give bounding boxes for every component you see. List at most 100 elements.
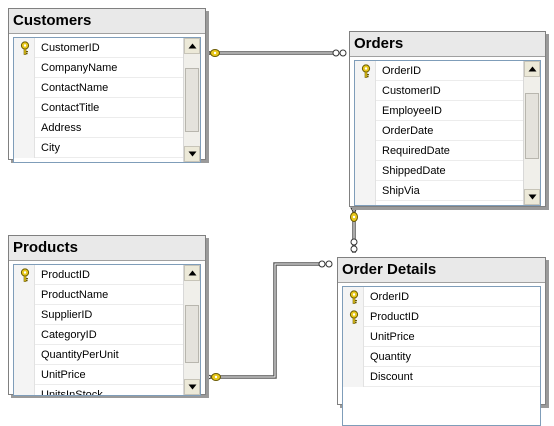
column-row[interactable]: ContactTitle (14, 98, 186, 118)
column-row[interactable]: ShipVia (355, 181, 526, 201)
row-selector[interactable] (14, 385, 35, 395)
row-selector[interactable] (14, 58, 35, 78)
column-row[interactable]: SupplierID (14, 305, 186, 325)
row-selector[interactable] (14, 98, 35, 118)
column-row[interactable]: OrderID (343, 287, 540, 307)
row-selector[interactable] (343, 327, 364, 347)
row-selector[interactable] (343, 287, 364, 307)
one-end-key-icon (350, 207, 358, 222)
row-selector[interactable] (355, 121, 376, 141)
column-row[interactable]: CustomerID (355, 81, 526, 101)
column-name: Discount (370, 371, 413, 383)
row-selector[interactable] (14, 265, 35, 285)
column-name: CompanyName (41, 62, 118, 74)
row-selector[interactable] (14, 285, 35, 305)
primary-key-icon (349, 290, 359, 304)
arrow-up-icon (188, 43, 197, 49)
column-name: EmployeeID (382, 105, 442, 117)
column-row[interactable]: ProductID (14, 265, 186, 285)
row-selector[interactable] (343, 307, 364, 327)
vertical-scrollbar[interactable] (523, 61, 540, 205)
scroll-up-button[interactable] (524, 61, 540, 77)
vertical-scrollbar[interactable] (183, 38, 200, 162)
row-selector[interactable] (355, 101, 376, 121)
column-row[interactable]: ProductID (343, 307, 540, 327)
row-selector[interactable] (14, 38, 35, 58)
row-selector[interactable] (355, 81, 376, 101)
row-selector[interactable] (343, 367, 364, 387)
column-row[interactable]: RequiredDate (355, 141, 526, 161)
row-selector[interactable] (14, 345, 35, 365)
arrow-down-icon (188, 384, 197, 390)
column-name: SupplierID (41, 309, 93, 321)
column-name: CustomerID (41, 42, 100, 54)
row-selector[interactable] (14, 78, 35, 98)
scroll-down-button[interactable] (524, 189, 540, 205)
column-row[interactable]: EmployeeID (355, 101, 526, 121)
arrow-down-icon (528, 194, 537, 200)
column-row[interactable]: CompanyName (14, 58, 186, 78)
column-name: Freight (382, 201, 416, 205)
row-selector[interactable] (14, 325, 35, 345)
column-row[interactable]: City (14, 138, 186, 158)
column-name: ShippedDate (382, 165, 446, 177)
row-selector[interactable] (343, 347, 364, 367)
column-name: Quantity (370, 351, 411, 363)
column-row[interactable]: OrderDate (355, 121, 526, 141)
column-row[interactable]: ContactName (14, 78, 186, 98)
row-selector[interactable] (14, 305, 35, 325)
column-name: Address (41, 122, 82, 134)
row-selector[interactable] (355, 161, 376, 181)
column-name: QuantityPerUnit (41, 349, 119, 361)
many-end-infinity-icon (350, 238, 358, 253)
scroll-up-button[interactable] (184, 38, 200, 54)
column-name: ShipVia (382, 185, 420, 197)
row-selector[interactable] (14, 118, 35, 138)
scroll-thumb[interactable] (525, 93, 539, 159)
row-selector[interactable] (14, 365, 35, 385)
column-row[interactable]: Discount (343, 367, 540, 387)
scroll-thumb[interactable] (185, 305, 199, 363)
vertical-scrollbar[interactable] (183, 265, 200, 395)
column-row[interactable]: CustomerID (14, 38, 186, 58)
scroll-down-button[interactable] (184, 379, 200, 395)
row-selector[interactable] (355, 201, 376, 205)
column-row[interactable]: Freight (355, 201, 526, 205)
row-selector[interactable] (355, 141, 376, 161)
column-row[interactable]: Quantity (343, 347, 540, 367)
scroll-thumb[interactable] (185, 68, 199, 132)
scroll-down-button[interactable] (184, 146, 200, 162)
column-name: ContactName (41, 82, 109, 94)
column-name: ProductID (41, 269, 90, 281)
table-title[interactable]: Products (9, 236, 205, 261)
table-title[interactable]: Orders (350, 32, 545, 57)
column-row[interactable]: UnitsInStock (14, 385, 186, 396)
column-row[interactable]: Address (14, 118, 186, 138)
row-selector[interactable] (355, 181, 376, 201)
table-title[interactable]: Customers (9, 9, 205, 34)
column-row[interactable]: UnitPrice (14, 365, 186, 385)
column-name: OrderID (382, 65, 422, 77)
scroll-up-button[interactable] (184, 265, 200, 281)
column-row[interactable]: ShippedDate (355, 161, 526, 181)
primary-key-icon (20, 41, 30, 55)
row-selector[interactable] (355, 61, 376, 81)
table-title[interactable]: Order Details (338, 258, 545, 283)
column-row[interactable]: OrderID (355, 61, 526, 81)
primary-key-icon (20, 268, 30, 282)
column-row[interactable]: QuantityPerUnit (14, 345, 186, 365)
column-row[interactable]: ProductName (14, 285, 186, 305)
column-name: OrderDate (382, 125, 434, 137)
column-row[interactable]: UnitPrice (343, 327, 540, 347)
column-row[interactable]: CategoryID (14, 325, 186, 345)
row-selector[interactable] (14, 138, 35, 158)
column-name: UnitsInStock (41, 389, 103, 396)
